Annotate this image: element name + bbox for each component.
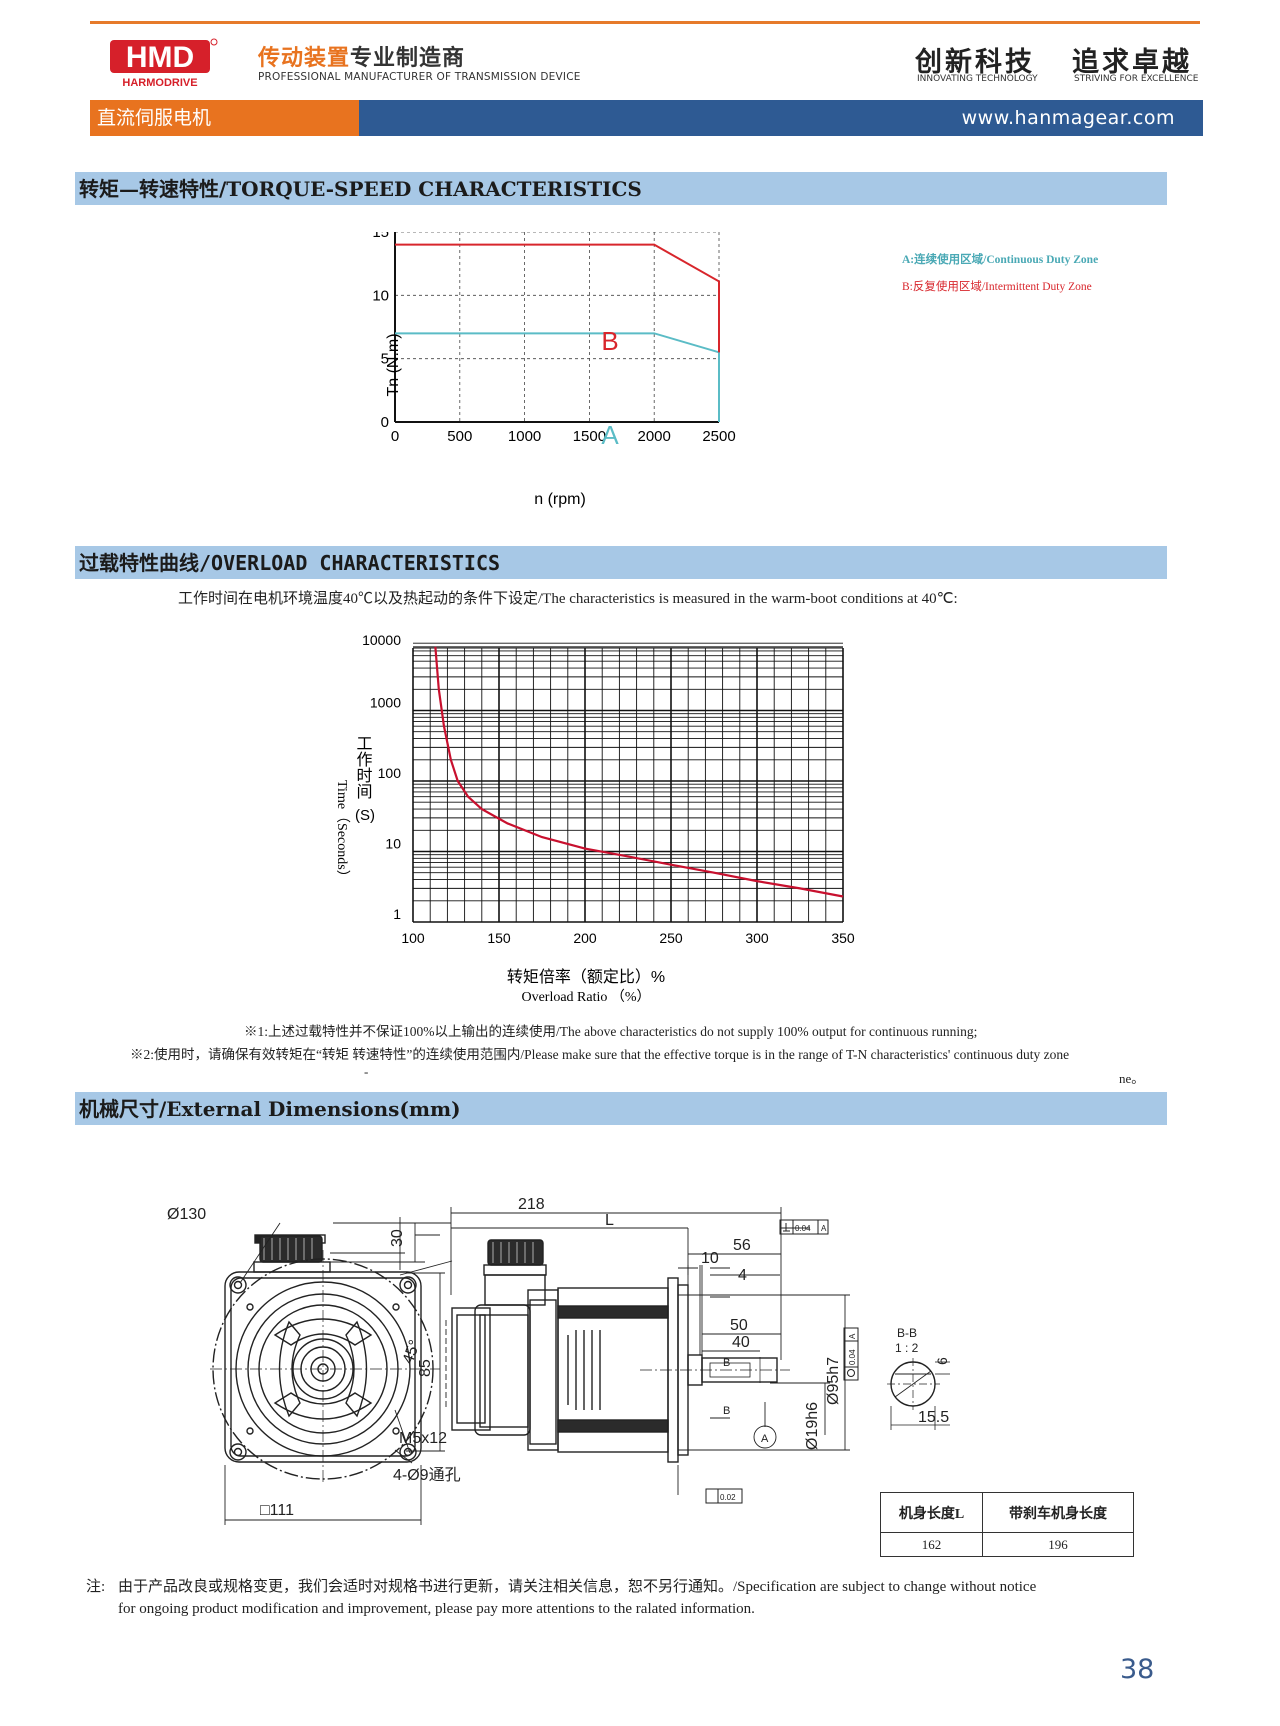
- logo-subtext: HARMODRIVE: [122, 77, 197, 88]
- section-scale: 1 : 2: [895, 1341, 919, 1355]
- tol-perp-value: 0.04: [795, 1224, 811, 1233]
- overload-ylabel-unit: (S): [355, 807, 375, 824]
- table-value-brake-length: 196: [982, 1532, 1134, 1557]
- overload-xlabel-cn: 转矩倍率（额定比）%: [507, 968, 665, 986]
- dim-50: 50: [730, 1317, 748, 1334]
- overload-chart: 100 150 200 250 300 350 1 10 100 1000 10000 Time（S…: [334, 632, 855, 1005]
- dim-d95: Ø95h7: [825, 1357, 842, 1405]
- dim-holes: 4-Ø9通孔: [393, 1466, 461, 1484]
- section-title-overload: 过载特性曲线/OVERLOAD CHARACTERISTICS: [75, 546, 1167, 579]
- category-label: 直流伺服电机: [90, 100, 359, 136]
- section-title-dimensions: 机械尺寸/External Dimensions(mm): [75, 1092, 1167, 1125]
- overload-y-tick: 10: [385, 836, 401, 852]
- overload-curve: [434, 646, 844, 898]
- overload-ylabel-cn: 工作时间: [354, 735, 373, 800]
- bottom-note-line1: 由于产品改良或规格变更，我们会适时对规格书进行更新，请关注相关信息，恕不另行通知…: [118, 1579, 1037, 1595]
- torque-y-tick: 15: [372, 232, 389, 241]
- tol-concentric-value: 0.04: [848, 1349, 857, 1365]
- overload-y-tick: 100: [378, 765, 402, 781]
- torque-xlabel: n (rpm): [534, 491, 586, 508]
- table-header-brake-length: 带刹车机身长度: [982, 1492, 1134, 1533]
- overload-x-tick: 350: [831, 930, 855, 946]
- table-header-length: 机身长度L: [879, 1492, 984, 1533]
- zone-b-label: B: [601, 326, 618, 356]
- table-value-length: 162: [879, 1532, 984, 1557]
- dim-L: L: [605, 1212, 614, 1229]
- torque-x-tick: 1500: [573, 428, 606, 445]
- dim-40: 40: [732, 1334, 750, 1351]
- tol-perp-ref: A: [821, 1224, 827, 1233]
- tol-runout-value: 0.02: [720, 1493, 736, 1502]
- legend-intermittent: B:反复使用区域/Intermittent Duty Zone: [902, 279, 1092, 293]
- motto-striving: 追求卓越: [1072, 47, 1192, 78]
- torque-speed-chart: 0 500 1000 1500 2000 2500 0 5 10 15 n (rpm) Tn (N…: [372, 232, 1098, 508]
- dim-m5: M5x12: [399, 1430, 447, 1447]
- torque-x-tick: 2500: [702, 428, 735, 445]
- torque-y-tick: 0: [381, 414, 389, 431]
- overload-note: 工作时间在电机环境温度40℃以及热起动的条件下设定/The characteri…: [178, 591, 958, 607]
- torque-x-tick: 0: [391, 428, 399, 445]
- torque-ylabel: Tn (N.m): [385, 333, 402, 396]
- header-rule: [90, 21, 1200, 24]
- category-band: 直流伺服电机 www.hanmagear.com: [90, 100, 1203, 136]
- slogan-cn-dark: 专业制造商: [350, 46, 466, 71]
- footnote-2: ※2:使用时，请确保有效转矩在“转矩 转速特性”的连续使用范围内/Please …: [130, 1047, 1070, 1062]
- dim-10: 10: [701, 1250, 719, 1267]
- dim-d130: Ø130: [167, 1206, 206, 1223]
- slogan-cn: 传动装置专业制造商: [258, 40, 465, 72]
- motto-innovating-en: INNOVATING TECHNOLOGY: [917, 74, 1038, 84]
- datum-a: A: [761, 1433, 769, 1445]
- overload-x-tick: 250: [659, 930, 683, 946]
- slogan-cn-orange: 传动装置: [258, 46, 351, 71]
- torque-y-tick: 5: [381, 351, 389, 368]
- front-view: [210, 1234, 440, 1485]
- footnote-trail: ne。: [1119, 1071, 1145, 1086]
- hmd-logo: HMD HARMODRIVE: [110, 36, 218, 89]
- torque-x-tick: 500: [447, 428, 472, 445]
- torque-x-tick: 1000: [508, 428, 541, 445]
- dim-b-top: B: [723, 1357, 730, 1369]
- footnote-dash: -: [364, 1064, 369, 1079]
- section-bb: B-B: [897, 1326, 917, 1340]
- dim-square111: □111: [260, 1502, 294, 1519]
- overload-x-tick: 100: [401, 930, 425, 946]
- overload-ylabel-en: Time（Seconds）: [334, 780, 350, 884]
- dim-56: 56: [733, 1237, 751, 1254]
- dim-b-bot: B: [723, 1405, 730, 1417]
- length-table: 机身长度L 带刹车机身长度 162 196: [879, 1492, 1134, 1557]
- overload-y-tick: 10000: [362, 632, 401, 648]
- footnote-1: ※1:上述过载特性并不保证100%以上输出的连续使用/The above cha…: [244, 1024, 978, 1039]
- bottom-note-prefix: 注:: [86, 1579, 106, 1595]
- bottom-note-line2: for ongoing product modification and imp…: [118, 1601, 755, 1617]
- side-view: [451, 1239, 790, 1463]
- zone-a-label: A: [601, 420, 619, 450]
- slogan-en: PROFESSIONAL MANUFACTURER OF TRANSMISSIO…: [258, 71, 581, 83]
- dimension-drawing: Ø130 30 45° 85 M5x12 4-Ø9通孔 □111 218 L 5…: [167, 1196, 950, 1525]
- dim-4: 4: [738, 1267, 747, 1284]
- dim-15-5: 15.5: [918, 1409, 949, 1426]
- overload-x-tick: 150: [487, 930, 511, 946]
- motto-striving-en: STRIVING FOR EXCELLENCE: [1074, 74, 1199, 84]
- page-number: 38: [1120, 1654, 1155, 1685]
- dim-218: 218: [518, 1196, 545, 1213]
- overload-y-tick: 1: [393, 906, 401, 922]
- website-link[interactable]: www.hanmagear.com: [359, 100, 1203, 136]
- logo-text: HMD: [126, 41, 194, 74]
- legend-continuous: A:连续使用区域/Continuous Duty Zone: [902, 252, 1098, 266]
- tol-concentric-ref: A: [848, 1333, 857, 1339]
- dim-6: 6: [934, 1357, 950, 1365]
- series-continuous-line: [395, 332, 720, 422]
- overload-y-tick: 1000: [370, 695, 401, 711]
- dim-30: 30: [389, 1229, 406, 1247]
- torque-x-tick: 2000: [638, 428, 671, 445]
- dim-d19: Ø19h6: [804, 1402, 821, 1450]
- dim-85: 85: [417, 1359, 434, 1377]
- series-intermittent-line: [395, 243, 720, 353]
- torque-y-tick: 10: [372, 287, 389, 304]
- section-title-torque-speed: 转矩—转速特性/TORQUE-SPEED CHARACTERISTICS: [75, 172, 1167, 205]
- motto-innovating: 创新科技: [915, 47, 1035, 78]
- overload-x-tick: 200: [573, 930, 597, 946]
- overload-xlabel-en: Overload Ratio （%）: [521, 989, 650, 1005]
- overload-x-tick: 300: [745, 930, 769, 946]
